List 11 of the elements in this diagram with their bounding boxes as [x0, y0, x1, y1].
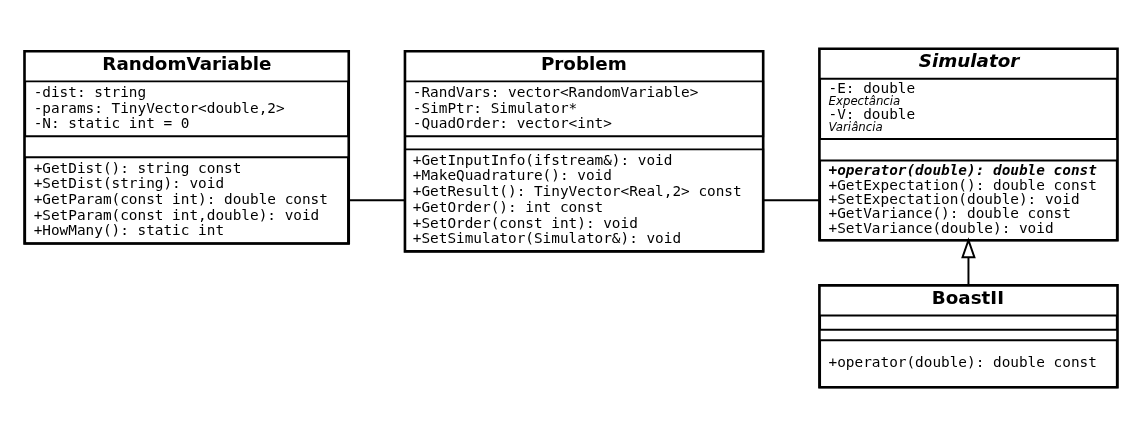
node-box: +operator(double): double const	[819, 339, 1118, 389]
node-box: -RandVars: vector<RandomVariable> -SimPtr: Simulator* -QuadOrder: vector<int>	[403, 80, 765, 138]
node-box	[819, 314, 1118, 331]
node-box: +GetInputInfo(ifstream&): void +MakeQuadrature(): void +GetResult(): TinyVector<Real,2> const +GetOrder(): int const +SetOrder(const int): void +SetSimulator(Simulator&): void	[403, 148, 765, 253]
node-box: -dist: string -params: TinyVector<double,2> -N: static int = 0	[24, 80, 350, 138]
node-box: +operator(double): double const +GetExpectation(): double const +SetExpectation(double): void +GetVariance(): double const +SetVariance(double): void	[819, 159, 1118, 242]
node-box: +GetDist(): string const +SetDist(string): void +GetParam(const int): double const +SetParam(const int,double): void +HowMany(): static int	[24, 156, 350, 245]
arrow	[961, 237, 976, 287]
connector	[347, 199, 406, 202]
node-box: -E: double Expectância -V: double Variância	[819, 77, 1118, 140]
connector	[762, 199, 821, 202]
